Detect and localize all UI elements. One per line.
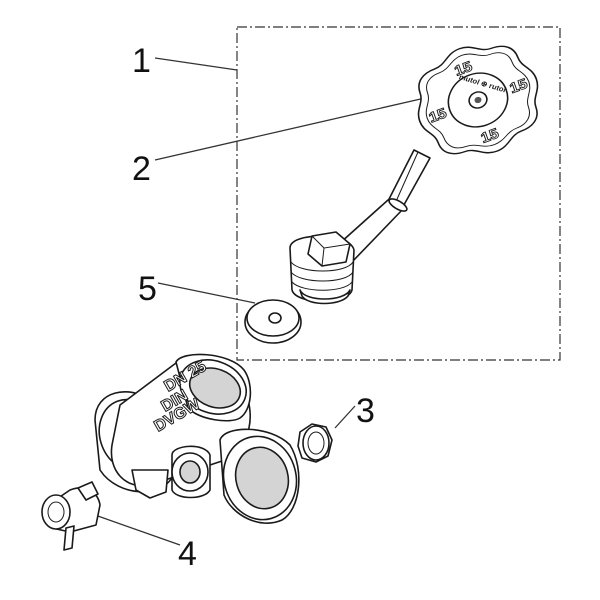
upper-part-frame (236, 26, 561, 361)
drain-boss (131, 469, 169, 499)
valve-upper-part (289, 149, 431, 305)
handwheel: mutol ⊕ rutol 15 15 15 15 (417, 45, 539, 155)
leader-line-3 (334, 405, 356, 429)
drain-valve-lever (77, 481, 99, 501)
drain-valve (41, 481, 101, 551)
leader-line-2 (154, 97, 426, 161)
callout-5: 5 (138, 270, 157, 308)
handwheel-number-top: 15 (452, 58, 474, 79)
callout-1: 1 (132, 42, 151, 80)
callout-2: 2 (132, 150, 151, 188)
handwheel-number-right: 15 (508, 76, 530, 97)
plug-face (302, 425, 330, 461)
bonnet-hex-nut (307, 231, 351, 267)
drain-valve-cap (47, 501, 65, 523)
plug (297, 423, 333, 463)
callout-3: 3 (356, 392, 375, 430)
side-port-opening (179, 460, 201, 484)
valve-body: DN 25 DIN DVGW (94, 353, 300, 524)
spindle-collar (388, 198, 408, 212)
leader-line-5 (157, 282, 256, 304)
callout-4: 4 (178, 535, 197, 573)
handwheel-center-dot (474, 96, 482, 104)
handwheel-rim-inner (425, 52, 531, 149)
seal-disc-hole (268, 312, 282, 324)
seal-disc (244, 299, 302, 344)
plug-socket (307, 431, 325, 455)
bonnet-base (299, 289, 351, 305)
drain-valve-outlet (63, 525, 75, 551)
leader-line-4 (94, 514, 181, 546)
drain-valve-face (41, 494, 71, 530)
bonnet-socket-opening (188, 367, 242, 409)
handwheel-number-bottom: 15 (479, 126, 501, 147)
handwheel-number-left: 15 (427, 105, 449, 126)
outlet-opening (234, 446, 290, 510)
leader-line-1 (154, 57, 238, 71)
